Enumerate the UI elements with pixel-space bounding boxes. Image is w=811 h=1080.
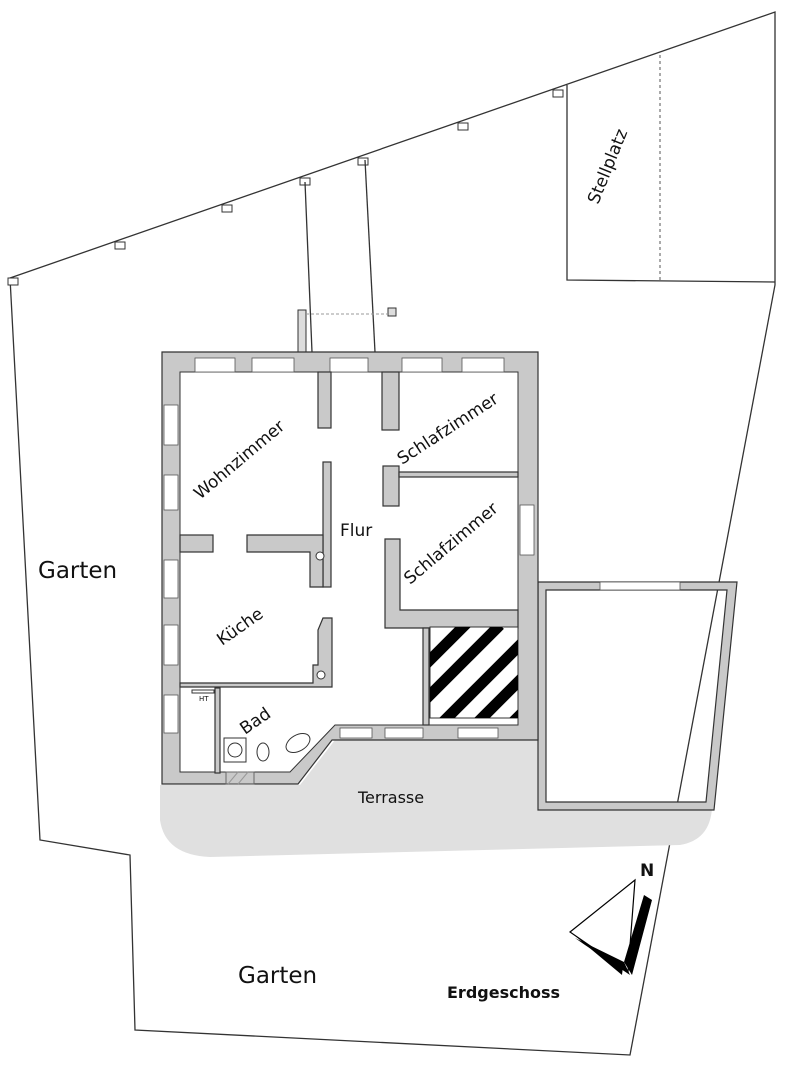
garden-label-south: Garten — [238, 963, 317, 989]
north-label: N — [640, 861, 654, 881]
east-annex — [537, 581, 738, 811]
terrace-label: Terrasse — [357, 788, 424, 807]
fence-posts — [7, 89, 564, 286]
floor-title: Erdgeschoss — [447, 983, 560, 1002]
interior-walls — [179, 371, 519, 774]
terrace-area — [160, 738, 712, 857]
bathroom-fixtures — [191, 689, 311, 785]
garden-label-west: Garten — [38, 558, 117, 584]
boiler-label: HT — [199, 695, 209, 703]
parking-label: Stellplatz — [584, 126, 632, 207]
sink-icon — [285, 733, 311, 753]
windows — [163, 357, 535, 739]
stair-hatch — [429, 626, 519, 719]
room-label-hallway: Flur — [340, 521, 372, 541]
toilet-icon — [256, 742, 270, 762]
north-arrow-icon — [568, 878, 652, 975]
lot-boundary — [9, 11, 776, 1056]
parking-space: Stellplatz — [566, 55, 776, 283]
entrance-path — [297, 159, 397, 353]
